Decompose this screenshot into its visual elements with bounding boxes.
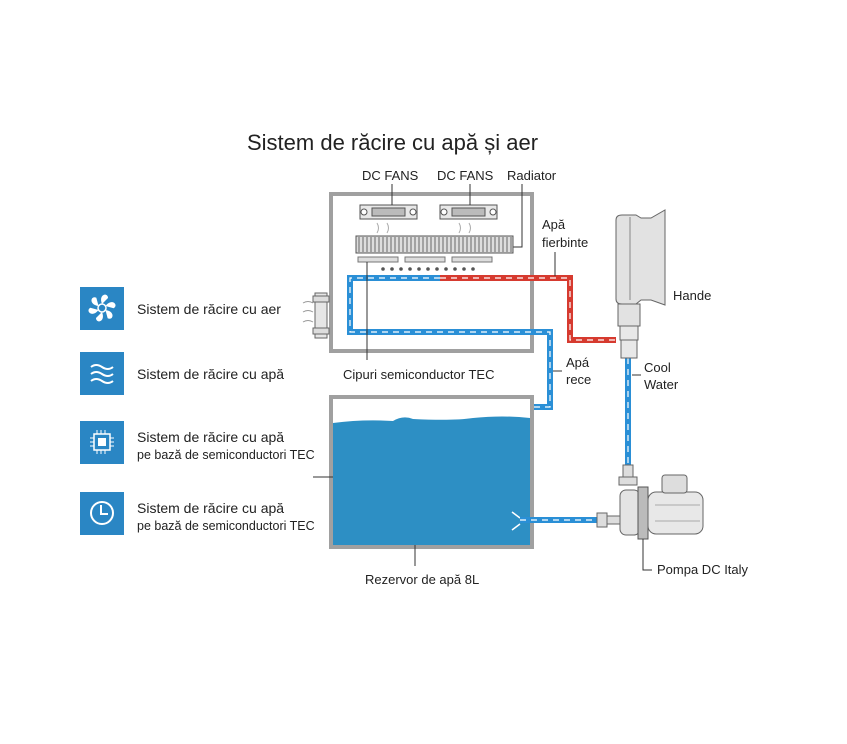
- cool-water-label-1: Cool: [644, 360, 671, 375]
- dc-pump: [596, 464, 704, 540]
- legend-title: Sistem de răcire cu apă: [137, 429, 285, 445]
- tec-chips-label: Cipuri semiconductor TEC: [343, 367, 495, 382]
- legend-title: Sistem de răcire cu apă: [137, 500, 285, 516]
- legend-subtitle: pe bază de semiconductori TEC: [137, 519, 315, 533]
- water-reservoir: [329, 395, 534, 549]
- tec-plates: [357, 256, 493, 263]
- tec-enclosure: [329, 192, 534, 353]
- dc-fan-2: [439, 204, 498, 220]
- hot-water-label-2: fierbinte: [542, 235, 589, 250]
- waves-icon: [80, 352, 124, 395]
- hande-label: Hande: [673, 288, 712, 303]
- hot-water-label-1: Apă: [542, 217, 566, 232]
- cold-water-label-2: rece: [566, 372, 592, 387]
- cool-water-label-2: Water: [644, 377, 679, 392]
- dc-fans-label-1: DC FANS: [362, 168, 419, 183]
- radiator-label: Radiator: [507, 168, 557, 183]
- clock-icon: [80, 492, 124, 535]
- legend-subtitle: pe bază de semiconductori TEC: [137, 448, 315, 462]
- legend-title: Sistem de răcire cu aer: [137, 301, 281, 317]
- reservoir-label: Rezervor de apă 8L: [365, 572, 480, 587]
- cold-pipe-loop: [347, 275, 553, 410]
- fan-icon: [80, 287, 124, 330]
- legend-title: Sistem de răcire cu apă: [137, 366, 285, 382]
- hot-pipe: [440, 275, 616, 343]
- hande-device: [615, 209, 666, 359]
- pump-label: Pompa DC Italy: [657, 562, 749, 577]
- radiator: [355, 235, 514, 254]
- chip-icon: [80, 421, 124, 464]
- diagram-title: Sistem de răcire cu apă și aer: [247, 130, 539, 155]
- dc-fans-label-2: DC FANS: [437, 168, 494, 183]
- side-fan: [302, 292, 330, 339]
- cold-water-label-1: Apá: [566, 355, 590, 370]
- dc-fan-1: [359, 204, 418, 220]
